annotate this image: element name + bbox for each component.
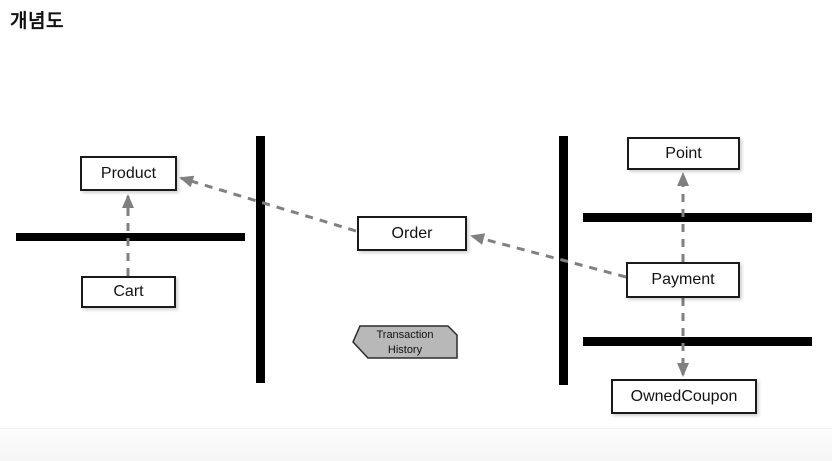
node-cart: Cart bbox=[81, 276, 176, 308]
arrow-order-to-product bbox=[179, 175, 357, 233]
tag-label-line1: Transaction bbox=[376, 329, 434, 342]
node-product: Product bbox=[80, 156, 177, 191]
node-order: Order bbox=[357, 216, 467, 251]
partition-bar-vertical-1 bbox=[256, 136, 265, 383]
arrow-payment-to-order bbox=[470, 233, 627, 279]
footer-band bbox=[0, 428, 832, 461]
node-point: Point bbox=[627, 137, 740, 170]
transaction-history-tag-shape bbox=[352, 325, 458, 359]
partition-bar-right-bottom-horizontal bbox=[583, 337, 812, 346]
node-payment: Payment bbox=[626, 262, 740, 298]
page-title: 개념도 bbox=[10, 11, 64, 32]
partition-bar-left-horizontal bbox=[16, 233, 245, 241]
partition-bar-right-top-horizontal bbox=[583, 213, 812, 222]
tag-label-line2: History bbox=[387, 343, 423, 356]
node-owned-coupon: OwnedCoupon bbox=[611, 379, 757, 414]
transaction-history-tag-label: Transaction History bbox=[353, 327, 457, 358]
